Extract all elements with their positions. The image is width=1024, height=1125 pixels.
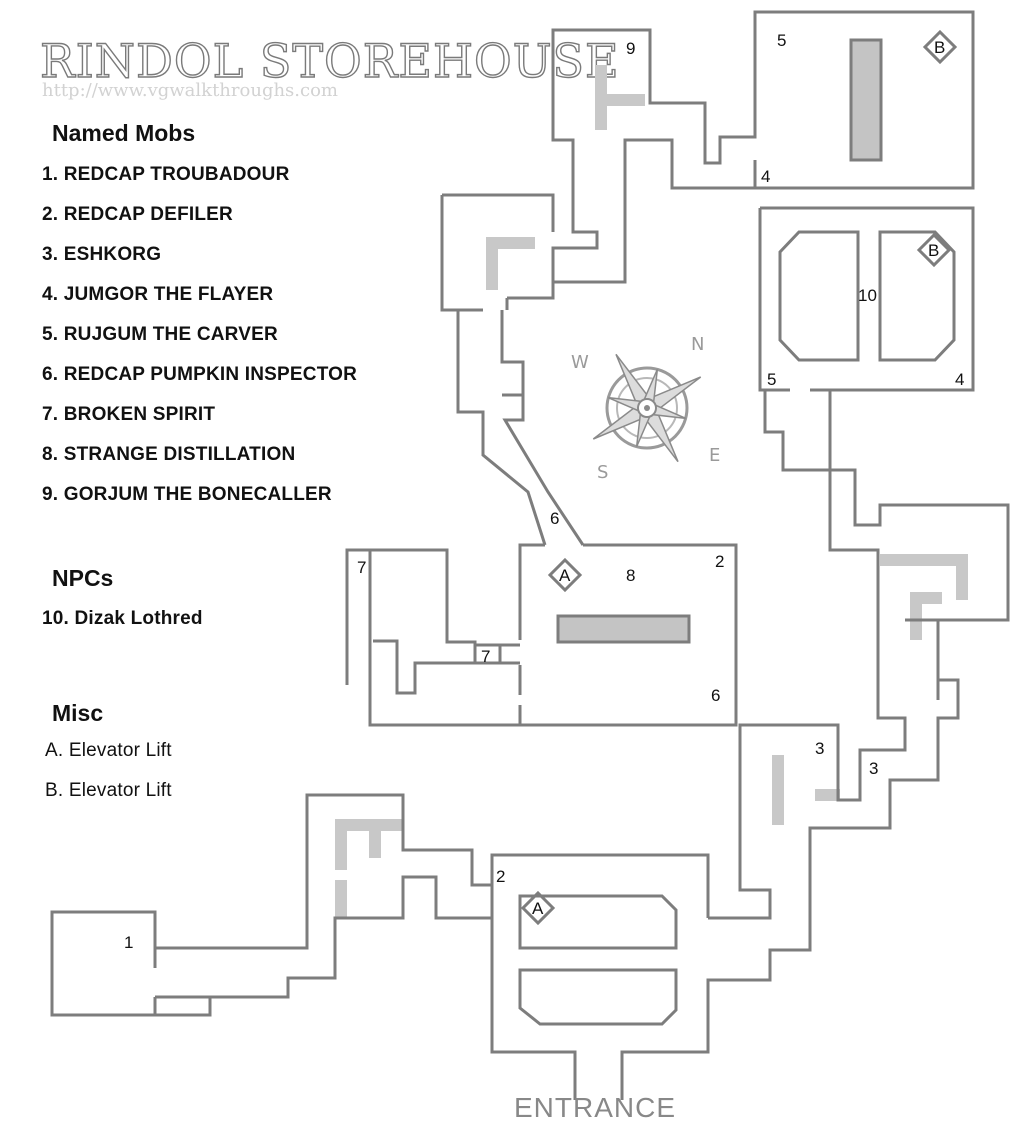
marker-5-room-5: 5 [777, 31, 786, 50]
legend-item-mob-6: 6. REDCAP PUMPKIN INSPECTOR [42, 364, 358, 385]
room-7-link [475, 643, 520, 665]
legend-item-mob-9: 9. GORJUM THE BONECALLER [42, 484, 332, 505]
mob-markers: 1 2 2 3 3 4 4 5 5 6 6 7 7 8 9 10 [124, 31, 964, 952]
compass-ring-inner [616, 377, 678, 439]
elevator-a-room-8: A [547, 557, 583, 593]
marker-4-room-5: 4 [761, 167, 770, 186]
east-corridor-west-wall [708, 390, 907, 920]
marker-10: 10 [858, 286, 877, 305]
legend-item-mob-1: 1. REDCAP TROUBADOUR [42, 164, 290, 185]
elevator-a-label: A [532, 899, 544, 918]
legend-item-mob-5: 5. RUJGUM THE CARVER [42, 324, 278, 345]
legend-item-mob-4: 4. JUMGOR THE FLAYER [42, 284, 274, 305]
room-10-block-east [878, 230, 956, 362]
compass-w: W [571, 352, 589, 373]
marker-1: 1 [124, 933, 133, 952]
ramp-west-1 [335, 819, 402, 870]
compass-n: N [691, 334, 704, 355]
elevator-a-entrance: A [520, 890, 556, 926]
legend-item-npc-10: 10. Dizak Lothred [42, 608, 203, 629]
entrance-block-north [518, 894, 678, 950]
legend-item-mob-7: 7. BROKEN SPIRIT [42, 404, 216, 425]
source-url: http://www.vgwalkthroughs.com [42, 80, 338, 101]
room-10-block-west [778, 230, 860, 362]
marker-7-room: 7 [357, 558, 366, 577]
legend-item-mob-3: 3. ESHKORG [42, 244, 162, 265]
compass-ring [605, 366, 689, 450]
marker-6-corridor: 6 [550, 509, 559, 528]
ramp-shading [335, 65, 968, 918]
ramp-east-2 [910, 592, 942, 640]
elevator-a-label: A [559, 566, 571, 585]
marker-9: 9 [626, 39, 635, 58]
elevator-b-room-5: B [922, 29, 958, 65]
elevator-b-room-10: B [916, 232, 952, 268]
compass-e: E [709, 445, 720, 466]
entrance-label: ENTRANCE [514, 1092, 676, 1123]
marker-7-passage: 7 [481, 647, 490, 666]
marker-8: 8 [626, 566, 635, 585]
ramp-3 [772, 755, 840, 825]
marker-5-room-10: 5 [767, 370, 776, 389]
east-door [905, 618, 940, 700]
room-8-wall [368, 543, 738, 727]
compass-s: S [597, 462, 608, 483]
named-mobs-heading: Named Mobs [52, 120, 196, 146]
corridor-to-room-8-east [500, 310, 585, 546]
entrance-block-south [518, 968, 678, 1026]
legend-item-mob-2: 2. REDCAP DEFILER [42, 204, 233, 225]
west-wing-wall-south [153, 875, 492, 999]
ramp-upper-west [486, 237, 535, 290]
west-wing-wall-north [50, 793, 492, 1017]
storage-blocks [518, 38, 956, 1026]
misc-heading: Misc [52, 700, 104, 726]
ramp-9 [595, 65, 645, 130]
room-7-outer [345, 548, 372, 725]
room-5-block [849, 38, 883, 162]
elevator-b-label: B [928, 241, 939, 260]
room-8-block [556, 614, 691, 644]
map-title: RINDOL STOREHOUSE [39, 33, 620, 88]
entrance-hall-wall [490, 853, 710, 1100]
marker-3-a: 3 [815, 739, 824, 758]
marker-3-b: 3 [869, 759, 878, 778]
ramp-east-1 [880, 554, 968, 600]
legend-item-mob-8: 8. STRANGE DISTILLATION [42, 444, 296, 465]
elevator-b-label: B [934, 38, 945, 57]
marker-6-room-8: 6 [711, 686, 720, 705]
map-walls [50, 10, 1010, 1100]
upper-west-room [440, 193, 555, 312]
legend-item-elevator-b: B. Elevator Lift [45, 780, 172, 801]
east-corridor-east-wall [620, 390, 1010, 1100]
marker-2-entrance: 2 [496, 867, 505, 886]
marker-2-room-8: 2 [715, 552, 724, 571]
elevator-markers: A A B B [520, 29, 958, 926]
west-wing-room-1 [155, 995, 212, 1017]
npcs-heading: NPCs [52, 565, 114, 591]
room-10-wall [758, 206, 975, 392]
legend-item-elevator-a: A. Elevator Lift [45, 740, 172, 761]
room-9-wall-outer [507, 10, 975, 300]
room-9-wall-inner [551, 195, 599, 255]
compass-rose: N E S W [571, 334, 720, 483]
corridor-to-room-8-west [456, 310, 547, 546]
marker-4-room-10: 4 [955, 370, 964, 389]
